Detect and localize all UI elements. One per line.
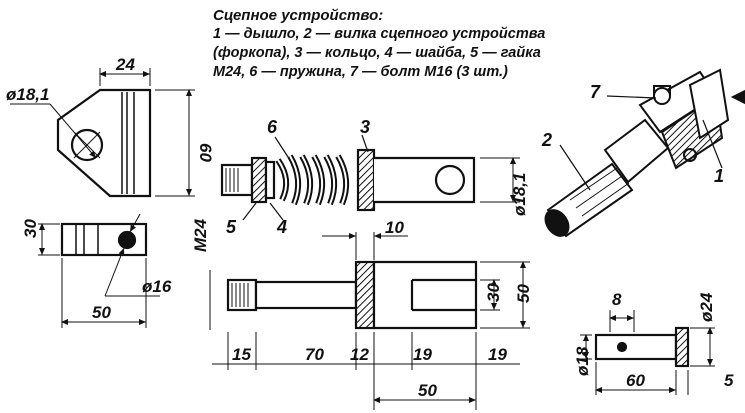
dim-pin-head-dia: ø24 xyxy=(697,292,716,322)
pin-view xyxy=(580,310,715,395)
dim-pin-8: 8 xyxy=(612,290,622,309)
assembly-view xyxy=(544,68,745,238)
caption-line-1: 1 — дышло, 2 — вилка сцепного устройства xyxy=(213,26,546,42)
dim-seg-19a: 19 xyxy=(413,345,432,364)
caption-line-3: М24, 6 — пружина, 7 — болт М16 (3 шт.) xyxy=(213,64,508,80)
dim-plate-width: 24 xyxy=(115,55,135,74)
spring-bar-view xyxy=(220,134,520,221)
part-label-1: 1 xyxy=(714,166,724,186)
dim-block-height: 30 xyxy=(21,219,40,238)
dim-seg-12: 12 xyxy=(350,345,369,364)
part-label-7: 7 xyxy=(590,82,601,102)
dim-seg-70: 70 xyxy=(305,345,324,364)
fork-view xyxy=(209,232,530,410)
part-label-2: 2 xyxy=(541,130,552,150)
dim-collar: 10 xyxy=(385,218,404,237)
dim-plate-hole: ø18,1 xyxy=(6,85,49,104)
part-label-4: 4 xyxy=(276,217,287,237)
dim-seg-15: 15 xyxy=(232,345,251,364)
part-label-3: 3 xyxy=(360,117,370,137)
dim-pin-head-len: 5 xyxy=(724,371,734,390)
caption: Сцепное устройство: 1 — дышло, 2 — вилка… xyxy=(213,6,573,82)
dim-seg-19b: 19 xyxy=(488,345,507,364)
plate-view xyxy=(10,68,195,198)
dim-block-length: 50 xyxy=(92,303,111,322)
dim-pin-length: 60 xyxy=(626,371,645,390)
dim-fork-slot: 30 xyxy=(484,283,503,302)
caption-line-2: (форкопа), 3 — кольцо, 4 — шайба, 5 — га… xyxy=(213,45,541,61)
dim-thread: М24 xyxy=(191,218,210,252)
dim-pin-dia: ø18 xyxy=(573,346,592,376)
caption-title: Сцепное устройство: xyxy=(213,7,384,24)
part-label-5: 5 xyxy=(226,217,237,237)
dim-fork-length: 50 xyxy=(418,381,437,400)
dim-fork-height: 50 xyxy=(514,284,533,303)
block-view xyxy=(38,213,160,328)
dim-spring-bar-dia: ø18,1 xyxy=(510,173,529,216)
dim-block-hole: ø16 xyxy=(142,277,172,296)
dim-plate-height: 60 xyxy=(196,143,215,162)
part-label-6: 6 xyxy=(267,117,278,137)
